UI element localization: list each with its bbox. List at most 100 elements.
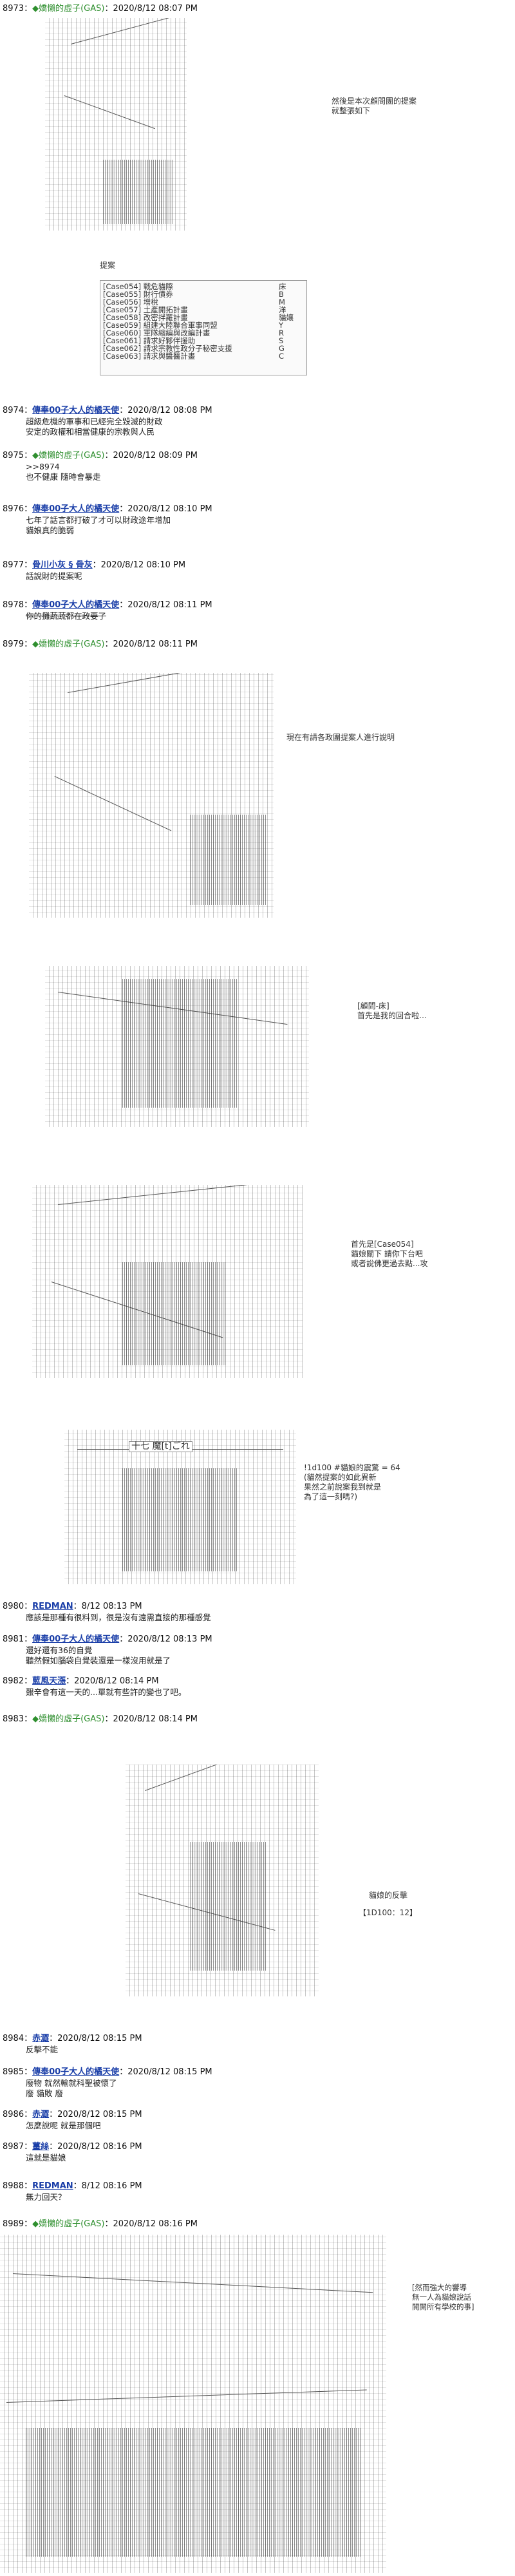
proposal-tag: B bbox=[279, 290, 284, 299]
poster-name[interactable]: 傳奉00子大人的橘天使 bbox=[32, 1634, 120, 1644]
post-number: 8983： bbox=[3, 1714, 33, 1724]
proposal-tag: R bbox=[279, 328, 284, 337]
post-header: 8981：傳奉00子大人的橘天使：2020/8/12 08:13 PM bbox=[3, 1634, 212, 1645]
post-header: 8978：傳奉00子大人的橘天使：2020/8/12 08:11 PM bbox=[3, 600, 212, 611]
art-banner: 十七 魔[t]ごれ bbox=[129, 1441, 192, 1452]
poster-name[interactable]: ◆嬌懶的虛子(GAS) bbox=[32, 1714, 105, 1724]
art-caption: [然而強大的響導 無一人為貓娘說話 開開所有學校的事] bbox=[412, 2283, 474, 2311]
proposal-case: [Case057] 土產開拓計畫 bbox=[103, 305, 188, 314]
list-title: 提案 bbox=[100, 261, 116, 270]
post-date: ：2020/8/12 08:07 PM bbox=[104, 4, 198, 14]
post-body: 艱辛會有這一天的...單就有些許的變也了吧。 bbox=[26, 1687, 187, 1697]
post-number: 8975： bbox=[3, 451, 33, 460]
post-date: ：2020/8/12 08:16 PM bbox=[104, 2219, 198, 2229]
poster-name[interactable]: ◆嬌懶的虛子(GAS) bbox=[32, 2219, 105, 2229]
post-body: 廢物 就然輸就科聖被懷了 廢 貓敗 廢 bbox=[26, 2078, 117, 2098]
post-header: 8983：◆嬌懶的虛子(GAS)：2020/8/12 08:14 PM bbox=[3, 1714, 198, 1725]
poster-name[interactable]: REDMAN bbox=[32, 1602, 73, 1611]
proposal-tag: S bbox=[279, 336, 284, 345]
post-header: 8975：◆嬌懶的虛子(GAS)：2020/8/12 08:09 PM bbox=[3, 451, 198, 461]
proposal-case: [Case059] 組建大陸聯合軍事同盟 bbox=[103, 321, 218, 330]
post-date: ：2020/8/12 08:11 PM bbox=[119, 600, 212, 610]
post-header: 8974：傳奉00子大人的橘天使：2020/8/12 08:08 PM bbox=[3, 406, 212, 416]
proposal-case: [Case062] 請求宗教性政分子秘密支援 bbox=[103, 344, 232, 353]
art-caption: !1d100 #貓娘的震驚 = 64 (貓然提案的如此異新 果然之前說案我到就是… bbox=[304, 1463, 400, 1501]
proposal-case: [Case056] 增稅 bbox=[103, 298, 158, 307]
post-body: 這就是貓娘 bbox=[26, 2153, 66, 2163]
post-number: 8974： bbox=[3, 406, 33, 415]
post-date: ：2020/8/12 08:14 PM bbox=[66, 1676, 159, 1686]
poster-name[interactable]: 藍風天漲 bbox=[32, 1676, 66, 1686]
poster-name[interactable]: 傳奉00子大人的橘天使 bbox=[32, 406, 120, 415]
proposal-row: [Case059] 組建大陸聯合軍事同盟 Y bbox=[103, 321, 304, 329]
poster-name[interactable]: 傳奉00子大人的橘天使 bbox=[32, 504, 120, 514]
post-header: 8984：赤澀：2020/8/12 08:15 PM bbox=[3, 2034, 142, 2044]
post-date: ：2020/8/12 08:14 PM bbox=[104, 1714, 198, 1724]
post-body: 七年了話言都打破了才可以財政途年增加 貓娘真的脆弱 bbox=[26, 515, 171, 535]
proposal-case: [Case054] 戰危貓際 bbox=[103, 282, 173, 291]
post-header: 8989：◆嬌懶的虛子(GAS)：2020/8/12 08:16 PM bbox=[3, 2219, 198, 2230]
post-header: 8985：傳奉00子大人的橘天使：2020/8/12 08:15 PM bbox=[3, 2067, 212, 2078]
post-number: 8973： bbox=[3, 4, 33, 14]
poster-name[interactable]: 傳奉00子大人的橘天使 bbox=[32, 600, 120, 610]
ascii-art-character bbox=[45, 966, 309, 1127]
post-body: 無力回天？ bbox=[26, 2192, 66, 2202]
post-body: 超級危機的軍事和已經完全毀滅的財政 安定的政權和相當健康的宗教與人民 bbox=[26, 417, 163, 437]
post-header: 8979：◆嬌懶的虛子(GAS)：2020/8/12 08:11 PM bbox=[3, 639, 198, 650]
post-header: 8977：骨川小灰 § 骨灰：2020/8/12 08:10 PM bbox=[3, 560, 185, 571]
post-number: 8984： bbox=[3, 2034, 33, 2043]
post-body: 你的攤蔬蔬都在政要了 bbox=[26, 611, 107, 621]
ascii-art-crowd-scene bbox=[0, 2235, 386, 2573]
proposal-case: [Case055] 財行債券 bbox=[103, 290, 173, 299]
art-caption: 然後是本次顧問團的提案 就整張如下 bbox=[332, 97, 417, 115]
post-number: 8985： bbox=[3, 2067, 33, 2077]
post-date: ：8/12 08:13 PM bbox=[73, 1602, 142, 1611]
post-date: ：2020/8/12 08:15 PM bbox=[49, 2034, 142, 2043]
ascii-art-character bbox=[64, 1430, 296, 1584]
post-number: 8986： bbox=[3, 2110, 33, 2119]
post-number: 8981： bbox=[3, 1634, 33, 1644]
poster-name[interactable]: ◆嬌懶的虛子(GAS) bbox=[32, 4, 105, 14]
ascii-art-character bbox=[29, 673, 274, 918]
proposal-tag: Y bbox=[279, 321, 284, 330]
proposal-case: [Case061] 請求好夥伴援助 bbox=[103, 336, 196, 345]
post-number: 8988： bbox=[3, 2181, 33, 2191]
poster-name[interactable]: 赤澀 bbox=[32, 2110, 50, 2119]
proposal-case: [Case058] 改密拌羅計畫 bbox=[103, 313, 188, 322]
proposal-row: [Case057] 土產開拓計畫 洋 bbox=[103, 306, 304, 314]
proposal-tag: 床 bbox=[279, 282, 286, 291]
proposal-tag: 貓孃 bbox=[279, 313, 294, 322]
poster-name[interactable]: 骨川小灰 § 骨灰 bbox=[32, 560, 93, 570]
post-header: 8982：藍風天漲：2020/8/12 08:14 PM bbox=[3, 1676, 159, 1687]
post-date: ：2020/8/12 08:10 PM bbox=[92, 560, 186, 570]
proposal-tag: 洋 bbox=[279, 305, 286, 314]
post-number: 8989： bbox=[3, 2219, 33, 2229]
art-caption: 貓娘的反擊 bbox=[369, 1891, 408, 1900]
poster-name[interactable]: ◆嬌懶的虛子(GAS) bbox=[32, 451, 105, 460]
post-body: 還好還有36的自覺 聽然假如腦袋自覺裝還是一樣沒用就是了 bbox=[26, 1645, 171, 1665]
ascii-art-character bbox=[45, 18, 187, 231]
ascii-art-character bbox=[126, 1765, 319, 1996]
post-date: ：2020/8/12 08:15 PM bbox=[119, 2067, 212, 2077]
proposal-case: [Case063] 請求與醬醫計畫 bbox=[103, 352, 196, 361]
post-header: 8980：REDMAN：8/12 08:13 PM bbox=[3, 1602, 142, 1612]
post-body: 反擊不能 bbox=[26, 2045, 59, 2054]
ascii-art-character bbox=[32, 1185, 303, 1378]
post-header: 8986：赤澀：2020/8/12 08:15 PM bbox=[3, 2110, 142, 2120]
poster-name[interactable]: 傳奉00子大人的橘天使 bbox=[32, 2067, 120, 2077]
poster-name[interactable]: ◆嬌懶的虛子(GAS) bbox=[32, 639, 105, 649]
proposal-row: [Case055] 財行債券 B bbox=[103, 290, 304, 298]
poster-name[interactable]: 赤澀 bbox=[32, 2034, 50, 2043]
proposal-row: [Case058] 改密拌羅計畫 貓孃 bbox=[103, 314, 304, 321]
post-header: 8973：◆嬌懶的虛子(GAS)：2020/8/12 08:07 PM bbox=[3, 4, 198, 14]
post-number: 8980： bbox=[3, 1602, 33, 1611]
post-date: ：2020/8/12 08:08 PM bbox=[119, 406, 212, 415]
poster-name[interactable]: REDMAN bbox=[32, 2181, 73, 2191]
poster-name[interactable]: 薑絲 bbox=[32, 2142, 50, 2152]
post-body: 怎麼說呢 就是那個吧 bbox=[26, 2121, 101, 2130]
post-date: ：2020/8/12 08:15 PM bbox=[49, 2110, 142, 2119]
